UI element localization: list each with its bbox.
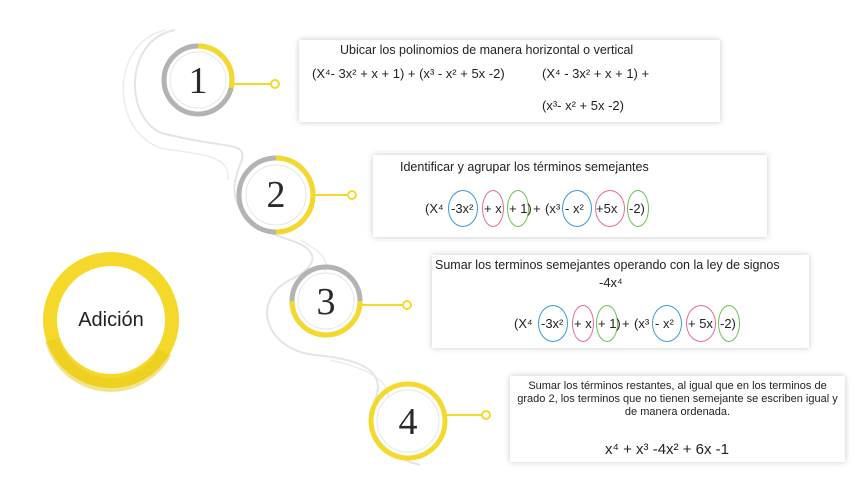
- step-4-connector-dot: [481, 410, 491, 420]
- winding-path-outer: [122, 29, 229, 181]
- step-3-partial-result: -4x⁴: [599, 275, 623, 290]
- step-2-term: +: [533, 201, 541, 216]
- step-2-term: (X⁴: [425, 201, 444, 216]
- step-4-number: 4: [398, 401, 418, 443]
- center-label: Adición: [78, 309, 144, 331]
- step-2-term: +5x: [596, 201, 618, 216]
- step-2-term: -2): [629, 201, 645, 216]
- step-2-title: Identificar y agrupar los términos semej…: [400, 160, 649, 174]
- step-1-vertical-line2: (x³- x² + 5x -2): [542, 98, 624, 113]
- step-2-connector-dot: [347, 190, 357, 200]
- step-3-number: 3: [316, 281, 336, 323]
- step-3-ring-yellow: [289, 300, 363, 338]
- step-2-oval-blue-1: [448, 190, 478, 227]
- step-3-term: + 5x: [688, 316, 713, 331]
- step-3-oval-blue-1: [538, 305, 568, 342]
- step-1-title: Ubicar los polinomios de manera horizont…: [340, 43, 634, 57]
- step-2-term: -3x²: [451, 201, 474, 216]
- step-2-oval-pink-2: [595, 190, 625, 227]
- step-4-ring-yellow: [368, 381, 448, 461]
- step-4-result: x⁴ + x³ -4x² + 6x -1: [605, 441, 729, 458]
- step-3-connector-dot: [402, 300, 412, 310]
- step-4-title: Sumar los términos restantes, al igual q…: [517, 380, 838, 418]
- step-1-connector-dot: [270, 79, 280, 89]
- step-2-term: - x²: [565, 201, 584, 216]
- step-1-card: [299, 40, 720, 122]
- step-2-ring-yellow: [275, 155, 316, 235]
- step-2-term: + x: [484, 201, 502, 216]
- step-1-vertical-line1: (X⁴ - 3x² + x + 1) +: [542, 66, 650, 81]
- step-4-card: [510, 376, 845, 462]
- step-3-oval-pink-2: [686, 305, 716, 342]
- step-3-term: -2): [720, 316, 736, 331]
- step-3-oval-green-1: [596, 305, 618, 342]
- step-3-term: (X⁴: [514, 316, 533, 331]
- step-3-term: -3x²: [541, 316, 564, 331]
- step-3-term: - x²: [655, 316, 674, 331]
- step-3-title: Sumar los terminos semejantes operando c…: [435, 258, 780, 272]
- step-2-term: (x³: [545, 201, 561, 216]
- step-2-number: 2: [266, 174, 286, 216]
- step-3-term: +: [622, 316, 630, 331]
- step-1-ring-yellow: [197, 43, 235, 89]
- step-3-term: + 1): [598, 316, 621, 331]
- step-3-term: (x³: [634, 316, 650, 331]
- step-2-oval-green-2: [627, 190, 649, 227]
- step-3-oval-blue-2: [652, 305, 682, 342]
- step-3-card: [432, 255, 809, 348]
- step-1-horizontal: (X⁴- 3x² + x + 1) + (x³ - x² + 5x -2): [312, 66, 505, 81]
- step-2-oval-pink-1: [482, 190, 504, 227]
- step-2-oval-green-1: [507, 190, 529, 227]
- step-3-oval-green-2: [718, 305, 740, 342]
- step-2-term: + 1): [509, 201, 532, 216]
- step-3-oval-pink-1: [572, 305, 594, 342]
- step-2-oval-blue-2: [562, 190, 592, 227]
- step-3-term: + x: [574, 316, 592, 331]
- step-1-number: 1: [188, 60, 208, 102]
- winding-path: [134, 29, 421, 466]
